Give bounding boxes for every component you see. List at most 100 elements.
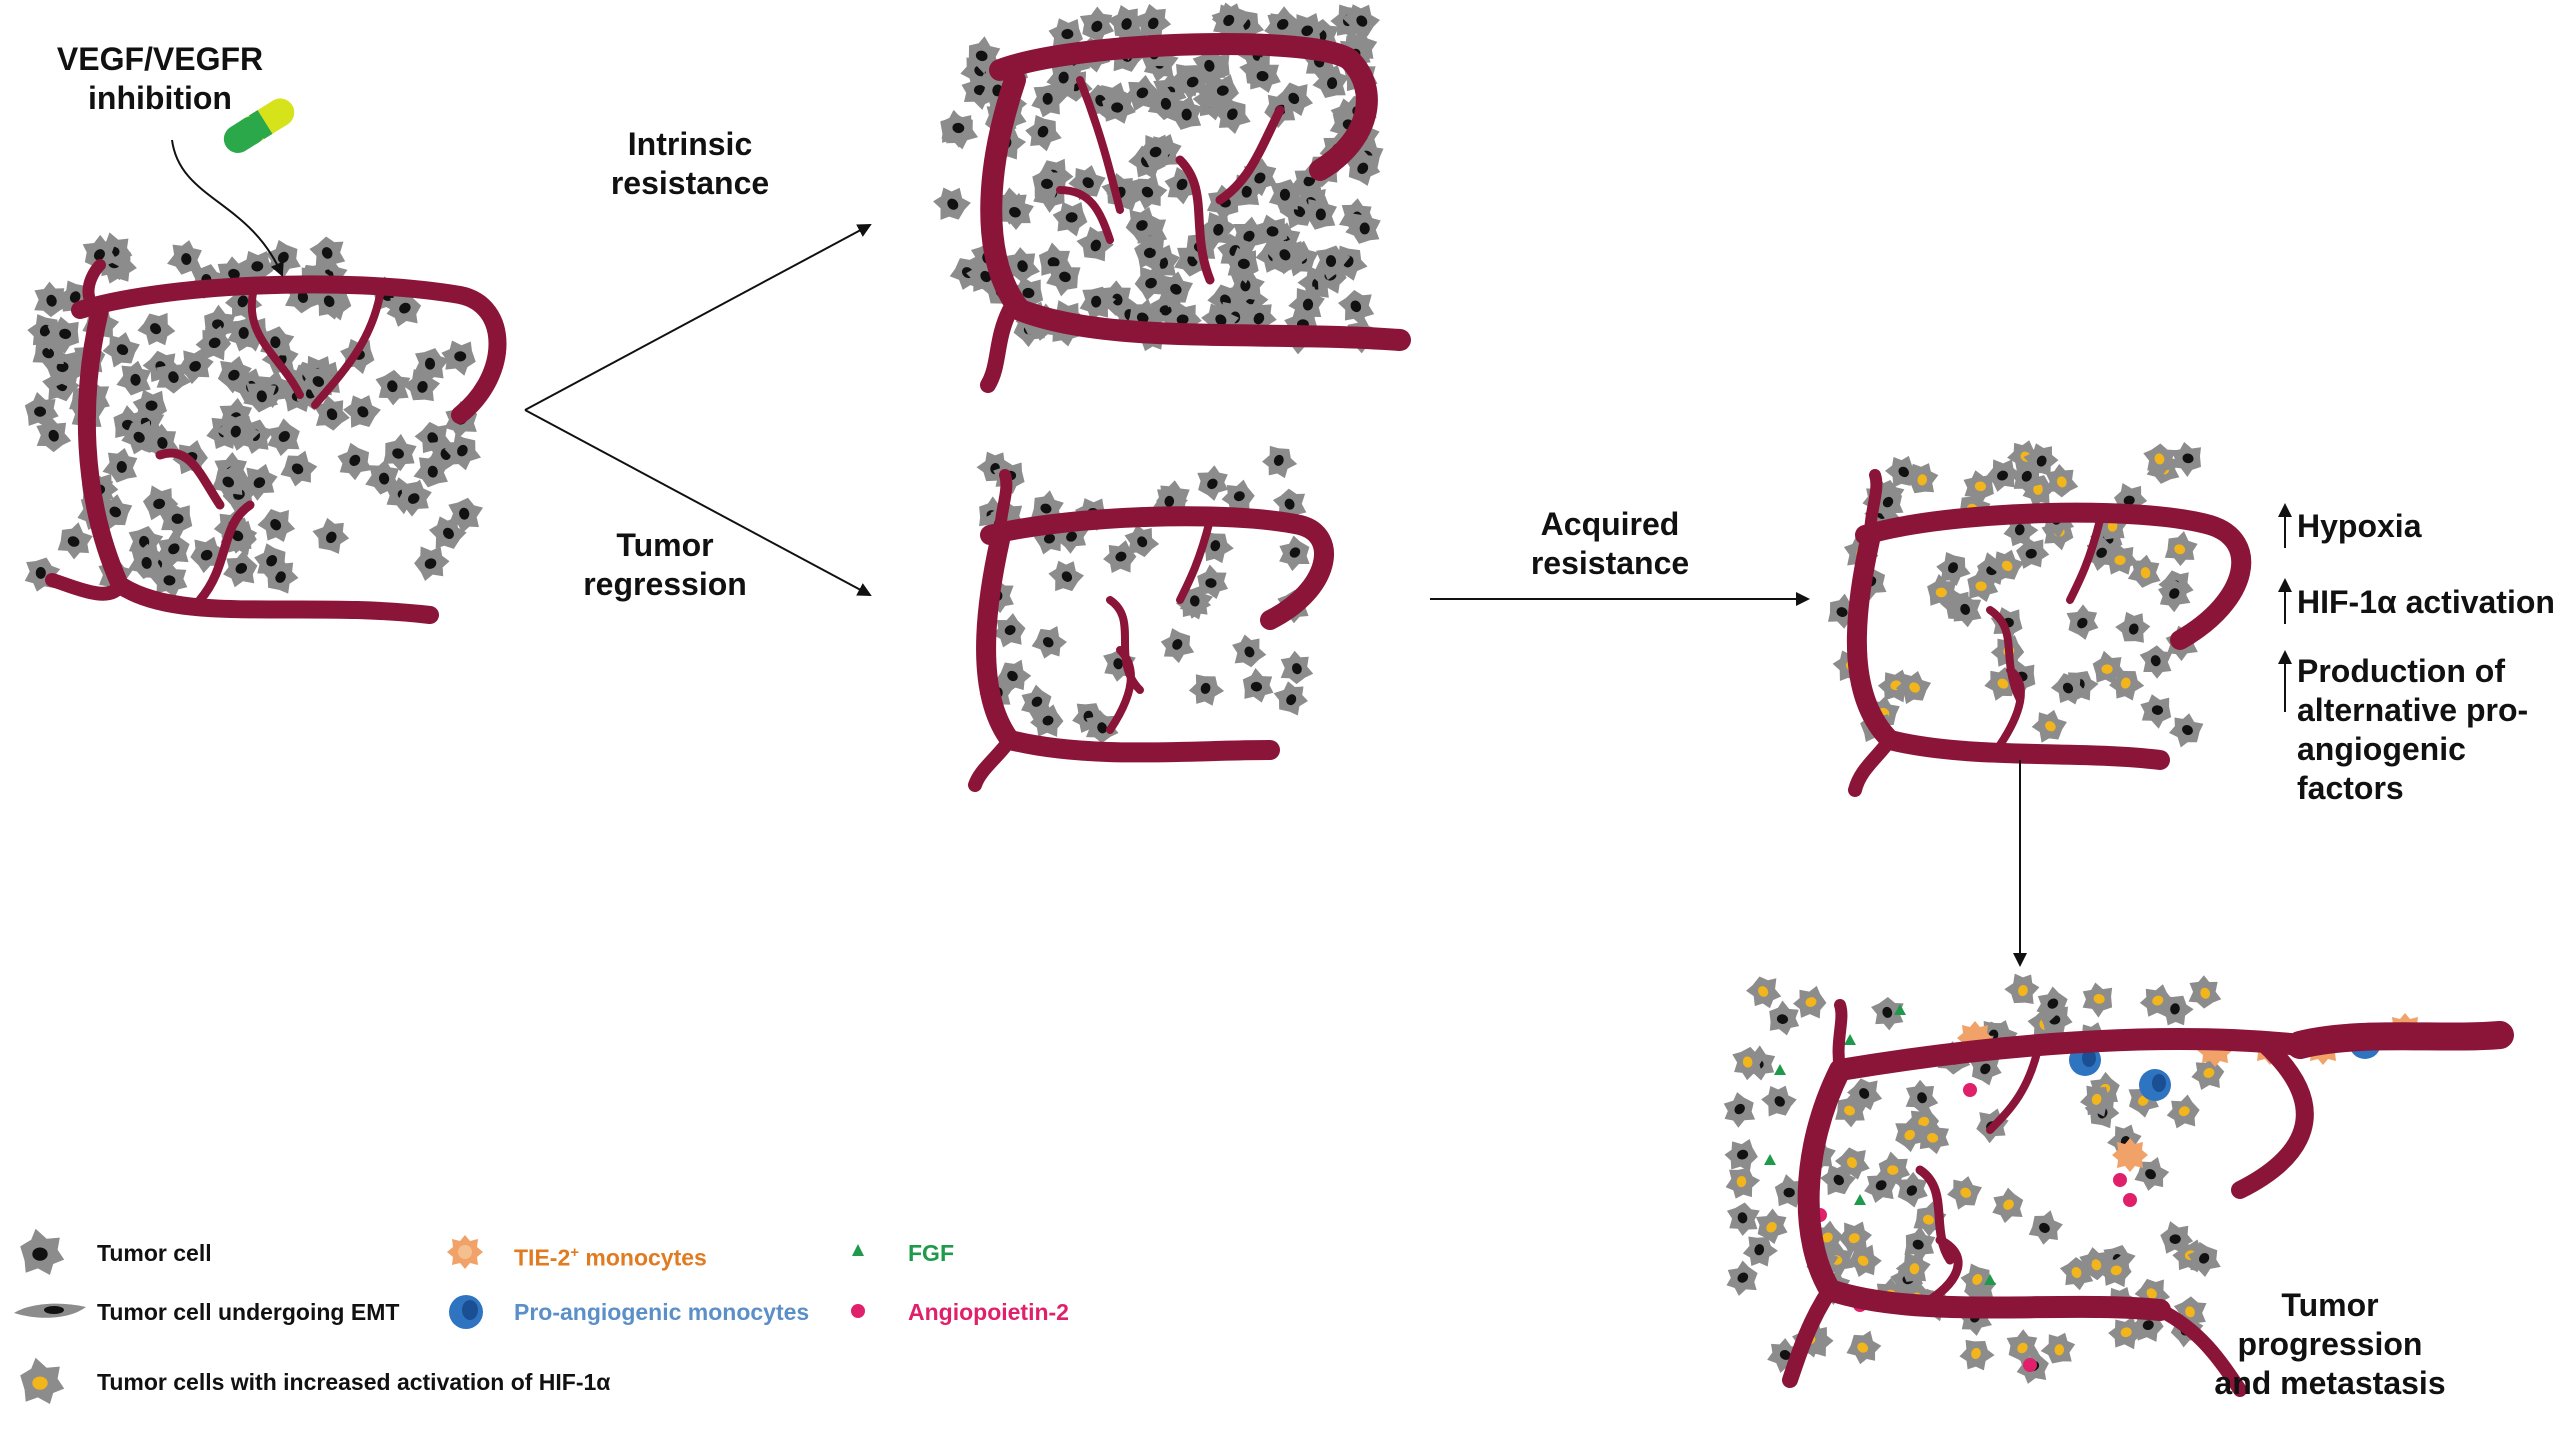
tumor-cell xyxy=(1948,593,1982,628)
tumor-cell xyxy=(375,369,411,406)
tumor-cell xyxy=(1030,704,1064,737)
tumor-cell xyxy=(1052,201,1088,237)
tumor-hif-cell xyxy=(2108,1316,2142,1350)
tumor-cell xyxy=(933,187,971,220)
tumor-cell xyxy=(1872,485,1904,521)
tumor-cell xyxy=(2115,611,2151,643)
tumor-hif-cell xyxy=(1992,1187,2024,1224)
tumor-cell xyxy=(1005,247,1040,283)
tumor-cell xyxy=(1936,551,1971,587)
tumor-cell xyxy=(2139,645,2173,679)
tumor-cell xyxy=(127,543,163,580)
tumor-cell xyxy=(1197,564,1229,599)
fgf-marker xyxy=(1844,1034,1856,1045)
drug-label: VEGF/VEGFR inhibition xyxy=(56,41,264,116)
drug-arrow xyxy=(171,139,284,277)
tumor-cell xyxy=(1160,628,1195,664)
tumor-hif-cell xyxy=(2082,982,2113,1018)
tumor-cell xyxy=(2016,536,2050,569)
tumor-cell xyxy=(1265,237,1304,271)
legend-pro-angiogenic-monocyte-label: Pro-angiogenic monocytes xyxy=(514,1299,810,1325)
legend-emt-cell-icon xyxy=(14,1303,86,1318)
tumor-cell xyxy=(383,433,417,472)
tumor-cell xyxy=(2158,995,2194,1026)
tumor-hif-cell xyxy=(1732,1046,1766,1081)
tumor-cell xyxy=(1031,625,1067,659)
tumor-cell xyxy=(82,234,117,273)
tumor-hif-cell xyxy=(2080,1085,2116,1117)
tumor-cell xyxy=(1139,134,1175,170)
tumor-cell xyxy=(1188,674,1225,706)
tumor-cell xyxy=(1264,6,1299,44)
fgf-marker xyxy=(1774,1064,1786,1075)
tumor-cell xyxy=(155,358,191,394)
tumor-cell xyxy=(215,413,254,446)
tumor-cell xyxy=(155,560,188,598)
tumor-cell xyxy=(36,416,72,453)
tumor-hif-cell xyxy=(2059,1257,2094,1291)
tumor-cell xyxy=(243,377,279,413)
tumor-cell xyxy=(1079,286,1116,321)
tumor-cell xyxy=(1742,1236,1778,1267)
tumor-cell xyxy=(121,420,160,455)
tumor-cell xyxy=(1896,1171,1928,1208)
tumor-cell xyxy=(137,312,176,346)
tumor-cell xyxy=(2050,673,2087,705)
tumor-cell xyxy=(195,325,232,361)
tumor-cell xyxy=(1124,524,1160,558)
angiopoietin-2-marker xyxy=(2023,1358,2037,1372)
tumor-cell xyxy=(1176,63,1212,100)
tumor-cell xyxy=(1761,1085,1797,1117)
tumor-hif-cell xyxy=(2040,1332,2076,1364)
tumor-cell xyxy=(1345,148,1381,186)
tumor-cell xyxy=(2187,1241,2221,1278)
tumor-hif-cell xyxy=(1846,1330,1882,1365)
tumor-hif-cell xyxy=(1746,976,1782,1009)
tumor-cell xyxy=(312,517,350,554)
tumor-cell xyxy=(1820,1164,1856,1196)
tumor-cell xyxy=(254,543,290,581)
legend-tumor-cell-icon xyxy=(20,1228,65,1275)
tumor-hif-cell xyxy=(1984,666,2020,701)
tumor-cell xyxy=(999,192,1034,231)
tumor-cell xyxy=(1025,114,1062,152)
tumor-cell xyxy=(156,530,190,569)
legend-tie2-prefix: TIE-2 xyxy=(514,1244,571,1271)
tumor-cell xyxy=(47,316,80,354)
tumor-cell xyxy=(940,110,973,148)
tumor-cell xyxy=(386,290,422,327)
tumor-cell xyxy=(1724,1139,1758,1172)
fgf-marker xyxy=(1764,1154,1776,1165)
tumor-cell xyxy=(995,659,1032,693)
tumor-hif-cell xyxy=(1947,1176,1982,1210)
tumor-1-vessels xyxy=(45,259,507,624)
tumor-cell xyxy=(2134,1156,2170,1191)
tumor-cell xyxy=(1211,2,1246,41)
tumor-cell xyxy=(34,281,69,318)
tumor-cell xyxy=(132,389,168,426)
legend-tie2-sup: + xyxy=(570,1244,579,1261)
fgf-marker xyxy=(1854,1194,1866,1205)
legend-angiopoietin-2-icon xyxy=(851,1304,865,1318)
tumor-cell xyxy=(1225,247,1259,284)
tumor-hif-cell xyxy=(2166,1094,2200,1129)
drug-capsule-icon xyxy=(223,98,295,153)
tumor-cell xyxy=(257,508,296,543)
tumor-cell xyxy=(116,360,151,396)
tumor-cell xyxy=(217,356,252,394)
tumor-cell xyxy=(2157,576,2191,613)
tumor-cell xyxy=(1847,1078,1883,1111)
tumor-cell xyxy=(1275,82,1314,117)
tumor-cell xyxy=(223,550,258,588)
tumor-cell xyxy=(2171,442,2202,478)
legend-fgf-label: FGF xyxy=(908,1240,954,1266)
intrinsic-arrow xyxy=(524,224,872,411)
tumor-cell xyxy=(1214,97,1251,134)
tumor-cell xyxy=(444,433,482,471)
tumor-cell xyxy=(1345,209,1381,244)
tumor-hif-cell xyxy=(2164,531,2198,567)
tumor-cell xyxy=(1179,586,1213,619)
legend-pro-angiogenic-monocyte-icon xyxy=(449,1295,483,1329)
tumor-cell xyxy=(1884,455,1921,488)
tumor-cell xyxy=(1262,445,1298,479)
